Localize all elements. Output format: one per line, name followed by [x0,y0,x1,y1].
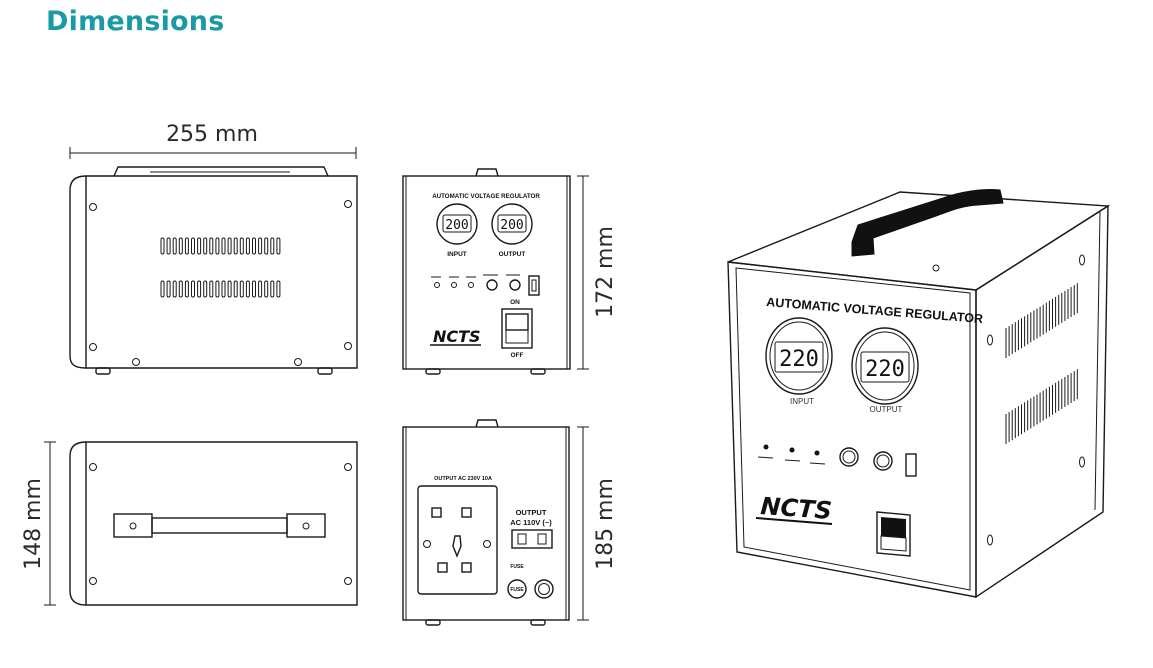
vent-slot [184,280,189,298]
side-view: 255 mm [69,122,358,375]
vent-slot [221,237,226,255]
vent-slot [166,237,171,255]
fuse-holder-icon[interactable] [507,579,527,599]
switch-on-label: ON [510,299,520,306]
outlet-label: OUTPUT AC 230V 10A [434,476,492,482]
vent-slot [160,237,165,255]
knob-icon[interactable] [486,279,498,291]
indicator-led-icon [468,282,474,288]
vent-slot [215,237,220,255]
output-spec: AC 110V (~) [510,518,552,527]
input-display: 200 [445,218,468,233]
vent-slot [221,280,226,298]
vent-slots [160,237,281,298]
back-view: 185 mm OUTPUT AC 230V 10A OUTPUT AC 110V… [402,419,618,626]
vent-slot [197,280,202,298]
perspective-output-display: 220 [865,357,905,382]
vent-slot [270,280,275,298]
vent-slot [184,237,189,255]
fuse-label: FUSE [510,564,524,570]
output-label: OUTPUT [499,251,526,258]
perspective-input-display: 220 [779,347,819,372]
vent-slot [191,237,195,255]
vent-slot [178,237,183,255]
height-dimension-label: 172 mm [593,226,618,318]
width-dimension-label: 255 mm [166,122,258,147]
vent-slots [1005,283,1078,444]
front-panel-heading: AUTOMATIC VOLTAGE REGULATOR [432,193,540,200]
vent-slot [258,237,263,255]
fuse-cap-label: FUSE [510,587,524,593]
vent-slot [197,237,202,255]
cable-gland-icon [534,579,554,599]
vent-slot [172,280,177,298]
brand-logo: NCTS [433,327,481,346]
vent-slot [203,280,208,298]
power-switch[interactable] [501,308,533,349]
input-label: INPUT [447,251,467,258]
output-heading: OUTPUT [516,508,547,517]
vent-slot [239,237,244,255]
handle-mount [113,513,153,538]
knob-icon[interactable] [839,447,859,467]
vent-slot [258,280,263,298]
vent-slot [191,280,195,298]
vent-slot [233,280,238,298]
vent-slot [233,237,238,255]
vent-slot [178,280,183,298]
perspective-view: AUTOMATIC VOLTAGE REGULATOR 220 220 INPU… [727,189,1111,599]
switch-off-label: OFF [511,352,524,359]
vent-slot [270,237,275,255]
output-display: 200 [500,218,523,233]
vent-slot [209,280,214,298]
vent-slot [245,280,250,298]
knob-icon[interactable] [509,279,521,291]
usb-port-icon [905,453,917,477]
vent-slot [166,280,171,298]
perspective-output-label: OUTPUT [870,405,903,414]
perspective-power-switch[interactable] [876,511,911,557]
vent-slot [203,237,208,255]
vent-slot [252,280,256,298]
vent-slot [252,237,256,255]
knob-icon[interactable] [873,451,893,471]
usb-port-icon [528,275,540,296]
vent-slot [209,237,214,255]
perspective-input-label: INPUT [790,397,814,406]
outlet-110v [511,529,553,549]
handle-mount [286,513,326,538]
vent-slot [276,280,281,298]
vent-slot [239,280,244,298]
perspective-heading: AUTOMATIC VOLTAGE REGULATOR [766,295,984,326]
universal-socket [417,485,498,595]
back-height-dimension-label: 185 mm [593,478,618,570]
vent-slot [227,280,232,298]
vent-slot [264,280,269,298]
vent-slot [172,237,177,255]
vent-slot [264,237,269,255]
indicator-led-icon [451,282,457,288]
page-title: Dimensions [46,6,225,37]
indicator-led-icon [434,282,440,288]
front-view: 172 mm AUTOMATIC VOLTAGE REGULATOR 200 2… [402,168,618,375]
depth-dimension-label: 148 mm [21,478,46,570]
vent-slot [215,280,220,298]
vent-slot [276,237,281,255]
vent-slot [160,280,165,298]
vent-slot [227,237,232,255]
top-view: 148 mm [21,441,358,606]
vent-slot [245,237,250,255]
